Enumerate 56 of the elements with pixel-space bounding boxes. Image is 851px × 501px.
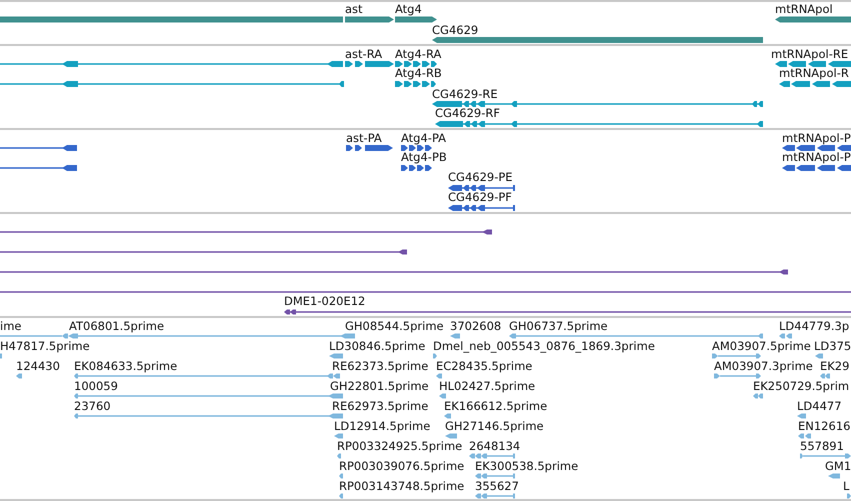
feature-label: Atg4-PB	[401, 150, 447, 164]
feature-label: LD12914.5prime	[334, 419, 430, 433]
feature-label: mtRNApol-P	[782, 131, 851, 145]
feature-label: 355627	[475, 479, 519, 493]
feature-label: CG4629-PF	[448, 190, 512, 204]
feature-label: Dmel_neb_005543_0876_1869.3prime	[433, 339, 655, 353]
feature-label: Atg4	[395, 2, 422, 16]
feature-label: mtRNApol-RE	[771, 47, 848, 61]
feature-label: 100059	[74, 379, 118, 393]
feature-label: GH06737.5prime	[509, 319, 608, 333]
feature-label: CG4629-RE	[432, 87, 498, 101]
feature-label: EK084633.5prime	[74, 359, 178, 373]
feature-label: EK250729.5prim	[753, 379, 850, 393]
feature-label: AM03907.3prime	[714, 359, 813, 373]
feature-label: GH08544.5prime	[345, 319, 444, 333]
feature-label: 3702608	[450, 319, 502, 333]
feature-label: RE62373.5prime	[332, 359, 428, 373]
feature-label: mtRNApol	[775, 2, 833, 16]
feature-label: CG4629-PE	[448, 170, 513, 184]
feature-label: L	[843, 479, 850, 493]
feature-label: LD375	[814, 339, 851, 353]
feature-label: ime	[0, 319, 22, 333]
feature-label: EK29	[820, 359, 850, 373]
feature-label: GH27146.5prime	[445, 419, 544, 433]
feature-label: H47817.5prime	[0, 339, 90, 353]
feature-label: EN12616	[798, 419, 850, 433]
feature-label: RP003039076.5prime	[339, 459, 464, 473]
feature-label: GM1	[825, 459, 851, 473]
feature-label: DME1-020E12	[284, 294, 366, 308]
feature-label: CG4629-RF	[435, 106, 500, 120]
feature-label: GH22801.5prime	[330, 379, 429, 393]
feature-label: ast-PA	[346, 131, 382, 145]
feature-label: 557891	[800, 439, 844, 453]
feature-label: 124430	[16, 359, 60, 373]
feature-label: ast	[345, 2, 363, 16]
feature-label: CG4629	[432, 23, 478, 37]
feature-label: EK300538.5prime	[475, 459, 578, 473]
feature-label: LD30846.5prime	[329, 339, 426, 353]
feature-label: RP003324925.5prime	[337, 439, 462, 453]
feature-label: EK166612.5prime	[444, 399, 548, 413]
feature-label: LD4477	[797, 399, 842, 413]
feature-label: ast-RA	[345, 47, 382, 61]
feature-label: AM03907.5prime	[712, 339, 811, 353]
feature-label: mtRNApol-P	[782, 150, 851, 164]
feature-label: RE62973.5prime	[332, 399, 428, 413]
feature-label: Atg4-PA	[401, 131, 446, 145]
feature-label: AT06801.5prime	[69, 319, 164, 333]
feature-label: HL02427.5prime	[439, 379, 536, 393]
feature-label: EC28435.5prime	[436, 359, 532, 373]
feature-label: 2648134	[469, 439, 520, 453]
feature-label: RP003143748.5prime	[339, 479, 464, 493]
feature-label: mtRNApol-R	[779, 66, 849, 80]
feature-label: 23760	[74, 399, 111, 413]
feature-label: Atg4-RA	[395, 47, 442, 61]
feature-label: LD44779.3p	[779, 319, 850, 333]
feature-label: Atg4-RB	[395, 66, 442, 80]
